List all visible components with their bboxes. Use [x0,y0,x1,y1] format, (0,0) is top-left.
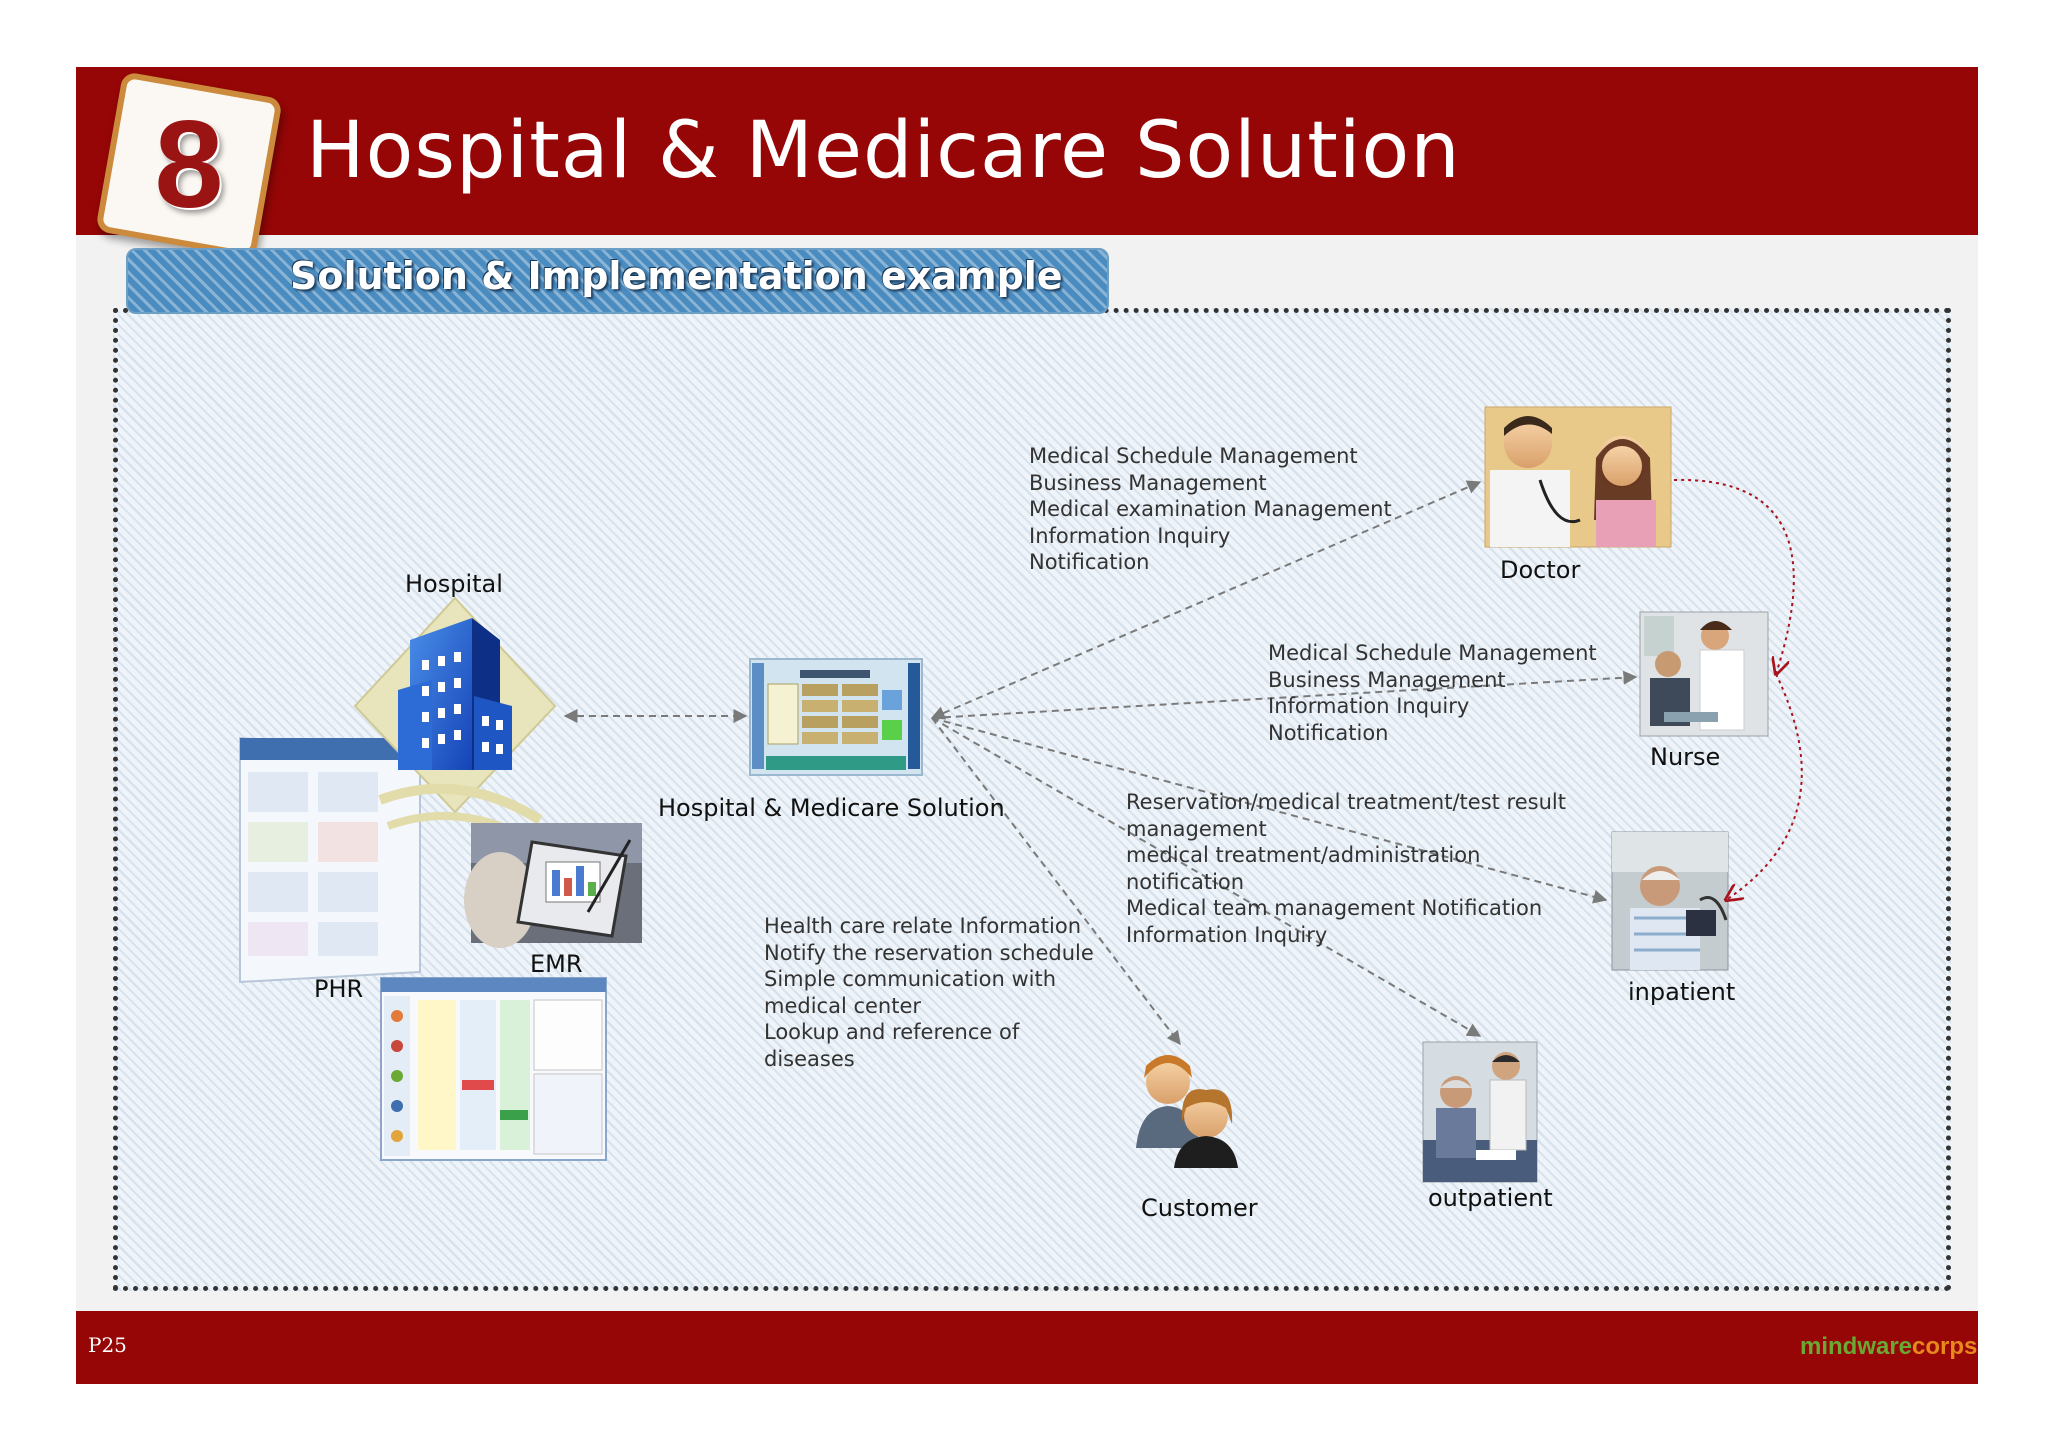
emr-tablet-photo [464,823,642,948]
header-bar [76,67,1978,235]
doctor-photo [1484,406,1672,548]
logo-text-part2: corps [1912,1333,1978,1360]
nurse-photo [1639,611,1769,737]
inpatient-photo [1611,831,1729,971]
feature-item: Health care relate Information [764,914,1081,938]
feature-item: medical treatment/administration [1126,843,1481,867]
feature-item: Business Management [1268,667,1506,692]
schedule-screen-illustration [380,977,607,1161]
connector-solution-customer [931,717,1181,1046]
hospital-building-icon [353,596,557,852]
phr-screen-illustration [239,736,421,984]
nurse-label: Nurse [1650,743,1721,771]
connector-solution-outpatient [931,717,1482,1037]
inpatient-label: inpatient [1628,978,1736,1006]
feature-item: Business Management [1029,470,1267,495]
connector-solution-doctor [930,480,1482,720]
feature-item: Notification [1029,550,1150,574]
feature-item: Information Inquiry [1126,922,1328,947]
feature-item: Notify the reservation schedule [764,940,1094,965]
solution-screen-illustration [749,658,923,776]
emr-label: EMR [530,950,583,978]
customer-label: Customer [1141,1194,1258,1222]
company-logo: mindwarecorps [1800,1333,1977,1361]
feature-item: notification [1126,869,1245,894]
feature-item: medical center [764,993,922,1018]
staff-patient-loop [1673,478,1803,900]
solution-label: Hospital & Medicare Solution [658,794,1005,822]
subtitle-bar [126,248,1109,314]
customer-people-icon [1136,1055,1238,1168]
feature-item: Information Inquiry [1029,523,1231,548]
logo-text-part1: mindware [1800,1333,1913,1360]
customer-feature-list: Health care relate Information Notify th… [764,913,1094,1072]
page-number: P25 [88,1333,127,1357]
feature-item: Notification [1268,720,1389,745]
phr-label: PHR [314,975,364,1003]
connector-solution-inpatient [931,717,1608,904]
doctor-feature-list: Medical Schedule Management Business Man… [1029,443,1392,576]
nurse-feature-list: Medical Schedule Management Business Man… [1268,640,1597,746]
slide-subtitle: Solution & Implementation example [290,254,1063,298]
feature-item: Medical Schedule Management [1029,444,1358,468]
feature-item: Reservation/medical treatment/test resul… [1126,790,1566,814]
feature-item: Medical team management Notification [1126,896,1543,920]
outpatient-label: outpatient [1428,1184,1553,1212]
connector-lines [563,480,1638,1046]
section-number: 8 [154,96,224,234]
hospital-label: Hospital [405,570,503,598]
feature-item: Medical Schedule Management [1268,641,1597,665]
feature-item: Simple communication with [764,967,1057,991]
outpatient-photo [1422,1041,1538,1183]
feature-item: Information Inquiry [1268,694,1470,718]
feature-item: diseases [764,1046,855,1071]
slide-title: Hospital & Medicare Solution [306,106,1461,196]
inpatient-feature-list: Reservation/medical treatment/test resul… [1126,789,1566,948]
doctor-label: Doctor [1500,556,1581,584]
feature-item: Medical examination Management [1029,497,1392,521]
feature-item: Lookup and reference of [764,1020,1020,1044]
feature-item: management [1126,816,1267,841]
connector-solution-nurse [931,670,1638,719]
footer-bar [76,1311,1978,1384]
